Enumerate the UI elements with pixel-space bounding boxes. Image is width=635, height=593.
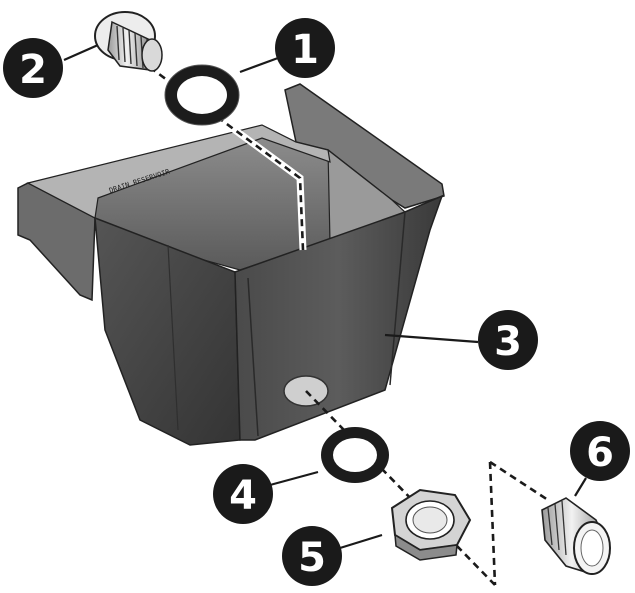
callout-6: 6	[570, 421, 630, 481]
callout-5-number: 5	[298, 535, 326, 581]
callout-1: 1	[275, 18, 335, 78]
threaded-plug	[94, 11, 163, 72]
callout-5: 5	[282, 526, 342, 586]
callout-4: 4	[213, 464, 273, 524]
callout-3-number: 3	[494, 319, 522, 365]
drain-fitting	[541, 497, 611, 575]
callout-6-number: 6	[586, 430, 614, 476]
washer-bottom	[321, 427, 389, 483]
callout-2: 2	[3, 38, 63, 98]
leader-lines	[63, 43, 587, 550]
reservoir-tank: DRAIN RESERVOIR	[17, 83, 445, 446]
washer-top	[164, 64, 240, 126]
hex-nut	[390, 488, 472, 561]
callout-1-number: 1	[291, 27, 319, 73]
callout-3: 3	[478, 310, 538, 370]
callout-4-number: 4	[229, 473, 257, 519]
callout-2-number: 2	[19, 47, 47, 93]
